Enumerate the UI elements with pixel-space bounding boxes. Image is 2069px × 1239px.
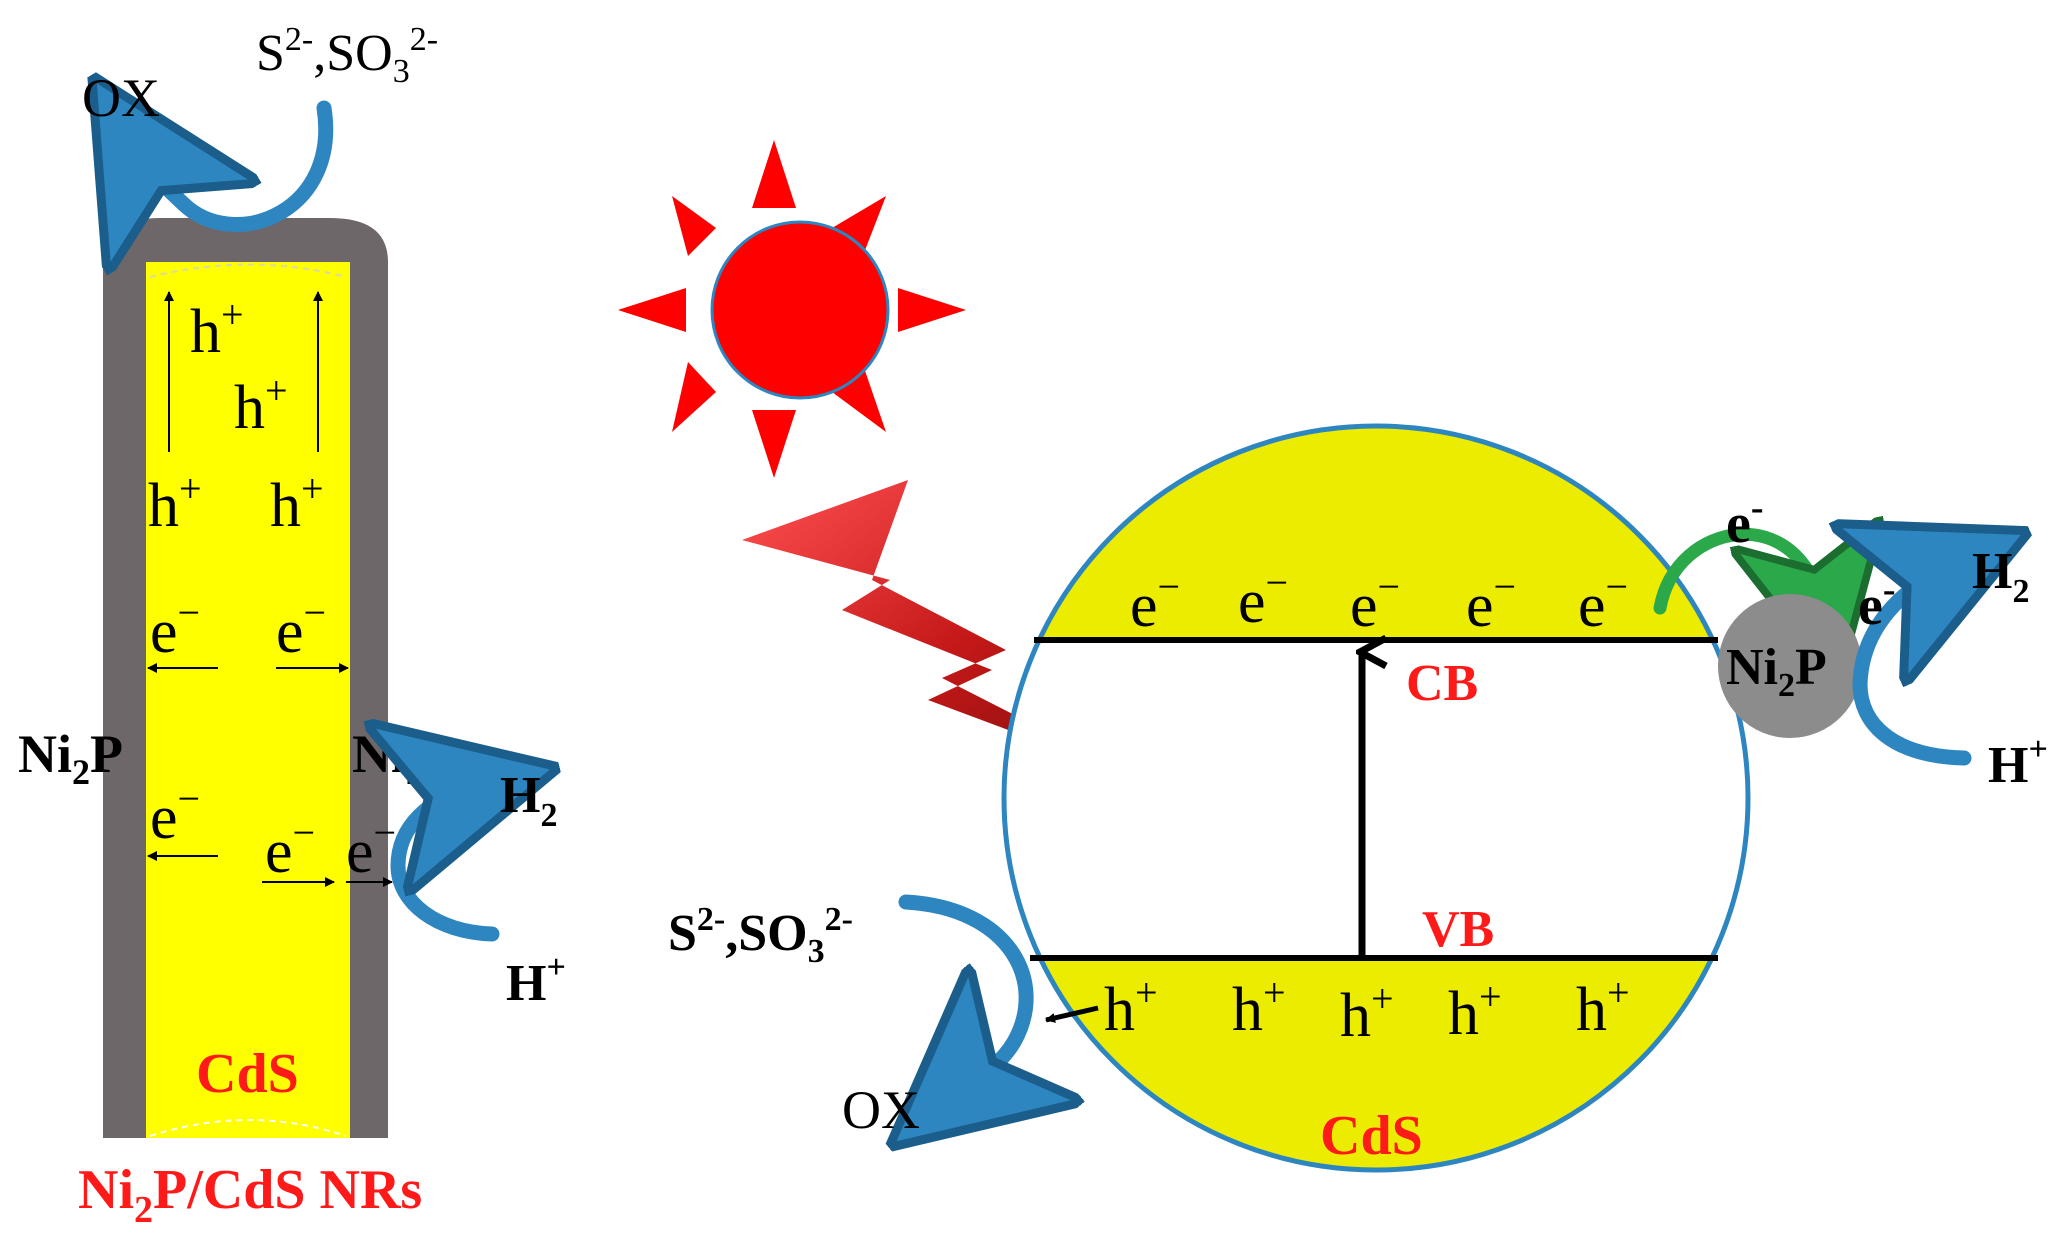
oxidation-arrow-bottom — [906, 894, 1026, 1090]
vb-hole: h+ — [1232, 970, 1286, 1044]
cds-label-rod: CdS — [196, 1043, 299, 1105]
nanorod-caption: Ni2P/CdS NRs — [78, 1159, 422, 1231]
hplus-label-left: H+ — [506, 949, 566, 1012]
cb-label: CB — [1406, 655, 1478, 712]
electron-transfer-arrow — [1653, 534, 1822, 608]
sun-disc — [710, 220, 890, 400]
particle-border — [1001, 423, 1751, 1173]
cb-electron: e− — [1350, 564, 1400, 640]
ni2p-nanoparticle-label: Ni2P — [1726, 639, 1827, 704]
sun-ray — [672, 196, 716, 256]
h2-evolution-arrow-right — [1860, 568, 1964, 766]
cds-label-particle: CdS — [1320, 1105, 1423, 1167]
vb-label: VB — [1422, 901, 1494, 958]
sacrificial-agent-label-bottom: S2-,SO32- — [668, 901, 853, 970]
ni2p-label-right: Ni2P — [352, 724, 457, 792]
cds-particle — [1001, 423, 1751, 1173]
cds-core — [146, 262, 350, 1138]
sun-ray — [618, 288, 686, 332]
cb-electron: e− — [1130, 564, 1180, 640]
ox-label-bottom: OX — [842, 1080, 920, 1140]
ni2p-label-left: Ni2P — [18, 724, 123, 792]
electron-label: e− — [276, 590, 326, 666]
cb-electron: e− — [1466, 564, 1516, 640]
vb-hole: h+ — [1576, 970, 1630, 1044]
sun-ray — [672, 362, 716, 432]
h2-label-right: H2 — [1972, 543, 2029, 610]
ox-label-top: OX — [82, 68, 160, 128]
lightning-bolt-icon — [742, 480, 1142, 780]
nanorod — [103, 218, 388, 1138]
hole-consumption-arrow — [1045, 1005, 1099, 1023]
ni2p-nanoparticle — [1718, 594, 1862, 738]
hole-label: h+ — [270, 466, 324, 540]
vb-hole: h+ — [1340, 976, 1394, 1050]
electron-label: e− — [150, 776, 200, 852]
hole-label: h+ — [190, 292, 244, 366]
hplus-label-right: H+ — [1988, 731, 2048, 794]
sacrificial-agent-label-top: S2-,SO32- — [256, 21, 438, 90]
cb-electron: e− — [1238, 560, 1288, 636]
sun-ray — [752, 410, 796, 478]
sun-icon — [618, 140, 966, 478]
vb-hole: h+ — [1448, 974, 1502, 1048]
hole-label: h+ — [234, 368, 288, 442]
sun-ray — [832, 196, 886, 258]
electron-label: e− — [150, 590, 200, 666]
h2-evolution-arrow-left — [398, 788, 492, 942]
electron-label: e− — [265, 810, 315, 886]
h2-label-left: H2 — [500, 767, 557, 834]
vb-hole: h+ — [1104, 970, 1158, 1044]
sun-ray — [898, 288, 966, 332]
cb-electron: e− — [1578, 564, 1628, 640]
electron-label: e− — [346, 810, 396, 886]
rod-bottom-dash — [149, 1119, 347, 1137]
oxidation-arrow-top — [138, 108, 334, 224]
sun-ray — [752, 140, 796, 208]
electron-label-np: e- — [1858, 569, 1896, 637]
electron-transfer-label: e- — [1726, 487, 1764, 555]
hole-label: h+ — [148, 466, 202, 540]
